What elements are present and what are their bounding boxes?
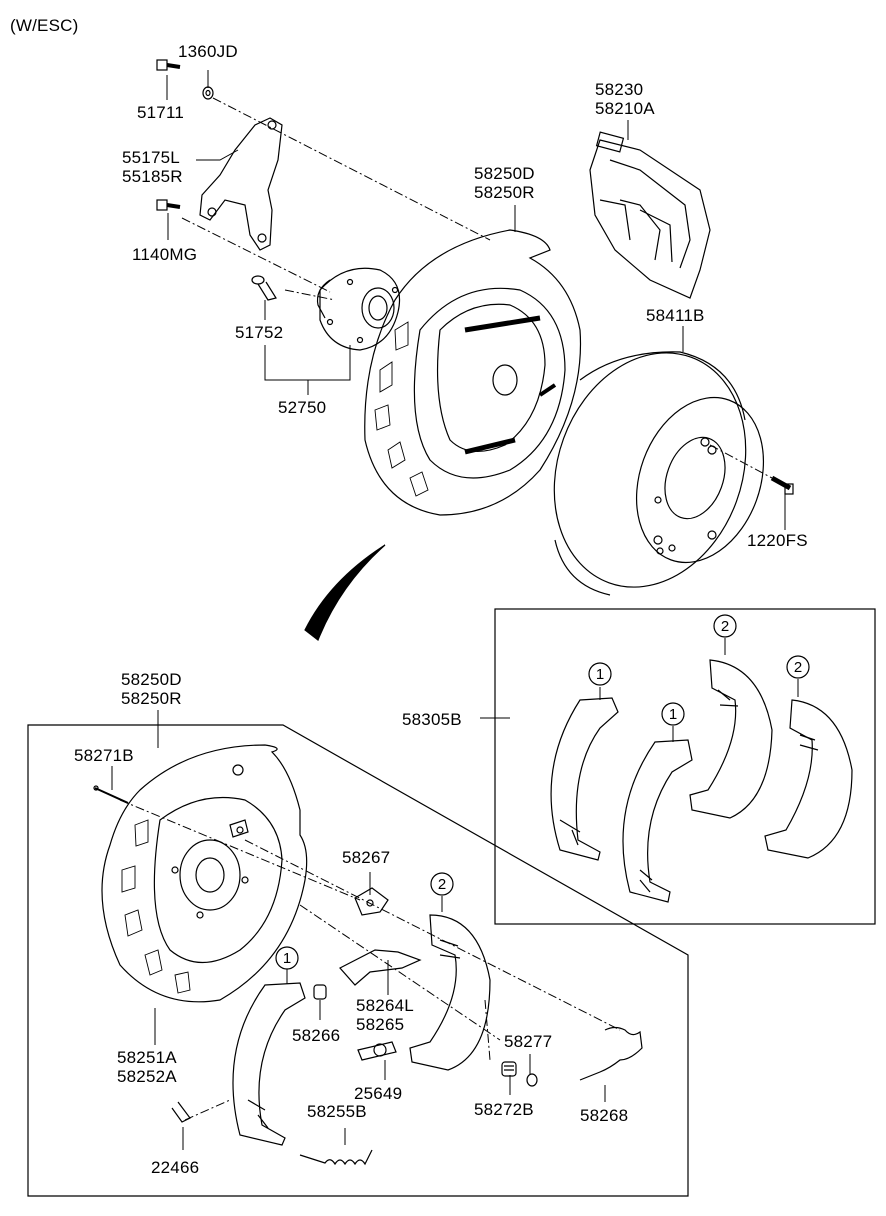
callout-circles	[275, 614, 810, 970]
bolt-1220fs-icon	[770, 475, 794, 495]
bolt-1140mg-icon	[156, 199, 181, 211]
lower-backing-plate-icon	[101, 744, 308, 1003]
part-51752: 51752	[235, 323, 284, 342]
brake-rotor-icon	[553, 351, 765, 596]
part-58252a: 58252A	[117, 1067, 177, 1086]
part-51711: 51711	[137, 103, 185, 122]
part-58411b: 58411B	[646, 306, 705, 325]
spring-58255b-icon	[299, 1149, 373, 1166]
wheel-hub-icon	[316, 267, 401, 351]
bolt-51711-icon	[156, 59, 181, 71]
part-1360jd: 1360JD	[178, 42, 238, 61]
shoe-kit-shoes	[550, 659, 853, 903]
callout-1-b: 1	[669, 706, 677, 723]
bracket-icon	[199, 117, 283, 251]
part-58251a: 58251A	[117, 1048, 177, 1067]
part-1140mg: 1140MG	[132, 245, 198, 264]
part-58255b: 58255B	[307, 1102, 367, 1121]
part-58265: 58265	[356, 1015, 405, 1034]
part-58250d-top: 58250D	[474, 164, 535, 183]
part-58210a: 58210A	[595, 99, 655, 118]
lever-58264l-icon	[339, 949, 422, 986]
cup-58277-icon	[526, 1073, 538, 1087]
backing-plate-icon	[364, 229, 582, 516]
callout-2-a: 2	[721, 618, 729, 635]
callout-1-a: 1	[596, 666, 604, 683]
callout-2-b: 2	[794, 659, 802, 676]
hub-bolt-icon	[251, 275, 277, 301]
arrow-icon	[304, 544, 386, 641]
lower-assembly-frame	[27, 724, 689, 1197]
part-58230-group: 58230 58210A	[595, 80, 655, 118]
part-58266: 58266	[292, 1026, 341, 1045]
spring-58272b-icon	[501, 1061, 517, 1077]
brake-shoe-2-icon	[409, 914, 491, 1071]
part-58267: 58267	[342, 848, 391, 867]
part-58250r-top: 58250R	[474, 183, 535, 202]
part-58250r-bottom: 58250R	[121, 689, 182, 708]
part-58272b: 58272B	[474, 1100, 534, 1119]
part-58264l-group: 58264L 58265	[356, 996, 414, 1034]
part-58251a-group: 58251A 58252A	[117, 1048, 177, 1086]
adjuster-25649-icon	[357, 1041, 397, 1061]
callout-1-c: 1	[283, 950, 291, 967]
part-58305b: 58305B	[402, 710, 462, 729]
clip-58267-icon	[354, 887, 389, 916]
brake-caliper-icon	[589, 131, 711, 299]
brake-shoe-1-icon	[232, 982, 306, 1146]
washer-1360jd-icon	[202, 86, 214, 100]
pad-58266-icon	[313, 984, 327, 1000]
pin-22466-icon	[171, 1101, 191, 1123]
part-58250d-bottom-group: 58250D 58250R	[121, 670, 182, 708]
part-58250d-top-group: 58250D 58250R	[474, 164, 535, 202]
part-58250d-bottom: 58250D	[121, 670, 182, 689]
part-55185r: 55185R	[122, 167, 183, 186]
pin-58271b-icon	[93, 785, 129, 804]
shoe-kit-frame	[494, 608, 876, 925]
part-22466: 22466	[151, 1158, 200, 1177]
part-52750: 52750	[278, 398, 327, 417]
part-55175l-group: 55175L 55185R	[122, 148, 183, 186]
part-55175l: 55175L	[122, 148, 180, 167]
callout-2-c: 2	[438, 876, 446, 893]
part-58268: 58268	[580, 1106, 629, 1125]
part-25649: 25649	[354, 1084, 403, 1103]
spring-58268-icon	[579, 1026, 643, 1081]
part-58277: 58277	[504, 1032, 553, 1051]
variant-label: (W/ESC)	[10, 16, 79, 35]
part-58230: 58230	[595, 80, 644, 99]
part-58264l: 58264L	[356, 996, 414, 1015]
part-58271b: 58271B	[74, 746, 134, 765]
part-1220fs: 1220FS	[747, 531, 808, 550]
